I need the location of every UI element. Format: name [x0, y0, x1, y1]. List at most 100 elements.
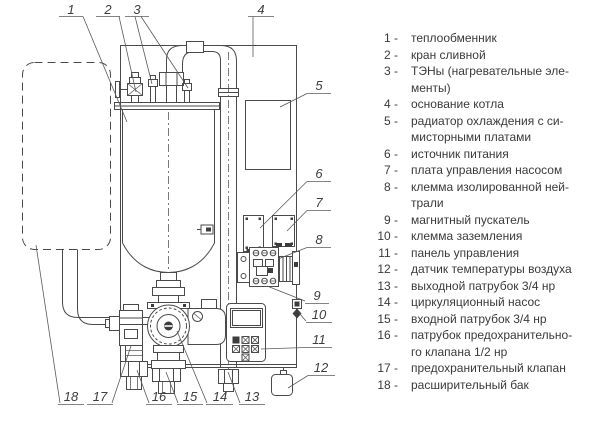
legend-text: теплообменник: [411, 31, 497, 45]
legend-number: 14 -: [377, 295, 398, 309]
neutral-terminal: [279, 251, 300, 285]
legend-number: 5 -: [383, 113, 398, 128]
callout-11: 11: [312, 332, 326, 347]
drain-valve: [115, 72, 143, 103]
cooling-radiator: [245, 100, 291, 170]
boiler-diagram: 1 2 3 4 5 6 7 8 9 10 11 12 13 14 15 16 1…: [22, 2, 335, 405]
callout-15: 15: [183, 389, 198, 404]
legend-text: ТЭНы (нагревательные эле-: [411, 64, 569, 78]
legend-number: 8 -: [383, 179, 398, 194]
callout-14: 14: [213, 389, 227, 404]
legend-number: 15 -: [377, 311, 398, 326]
legend-number: 6 -: [383, 146, 398, 161]
legend-item: 15 - входной патрубок 3/4 нр: [374, 311, 598, 328]
legend-item: 4 - основание котла: [374, 96, 598, 113]
legend-item: 11 - панель управления: [374, 245, 598, 262]
legend: 1 - теплообменник 2 - кран сливной 3 - Т…: [374, 30, 598, 393]
callout-5: 5: [315, 78, 323, 93]
legend-item: 3 - ТЭНы (нагревательные эле- менты): [374, 63, 598, 96]
callout-leaders: [35, 16, 335, 405]
legend-number: 1 -: [383, 31, 398, 45]
callout-labels: 1 2 3 4 5 6 7 8 9 10 11 12 13 14 15 16 1…: [64, 2, 329, 404]
legend-number: 16 -: [377, 328, 398, 342]
callout-17: 17: [93, 389, 108, 404]
callout-7: 7: [315, 195, 323, 210]
pump-control-board: [272, 215, 295, 247]
legend-text: менты): [411, 80, 451, 95]
legend-text: трали: [411, 196, 444, 210]
legend-text: входной патрубок 3/4 нр: [411, 311, 547, 326]
callout-18: 18: [64, 389, 79, 404]
legend-text: магнитный пускатель: [411, 212, 530, 227]
callout-2: 2: [103, 2, 112, 17]
legend-text: источник питания: [411, 146, 509, 161]
legend-number: 13 -: [377, 278, 398, 293]
control-panel: [226, 303, 266, 362]
legend-number: 12 -: [377, 262, 398, 276]
legend-item: 17 - предохранительный клапан: [374, 360, 598, 377]
callout-13: 13: [245, 389, 260, 404]
legend-text: предохранительный клапан: [411, 361, 566, 375]
legend-item: 8 - клемма изолированной ней- трали: [374, 179, 598, 212]
heat-exchanger-tank: [114, 102, 220, 274]
legend-item: 2 - кран сливной: [374, 47, 598, 64]
legend-text: плата управления насосом: [411, 163, 563, 177]
legend-text: клемма изолированной ней-: [411, 179, 569, 194]
callout-16: 16: [152, 389, 167, 404]
callout-12: 12: [314, 360, 329, 375]
legend-number: 2 -: [383, 47, 398, 62]
legend-item: 6 - источник питания: [374, 146, 598, 163]
callout-4: 4: [257, 2, 264, 17]
outlet-fitting: [218, 369, 239, 392]
magnetic-contactor: [237, 247, 279, 287]
inlet-fitting: [152, 368, 181, 394]
legend-text: мисторными платами: [411, 130, 532, 144]
callout-8: 8: [315, 232, 323, 247]
legend-item: 16 - патрубок предохранительно- го клапа…: [374, 327, 598, 360]
legend-item: 9 - магнитный пускатель: [374, 212, 598, 229]
callout-1: 1: [67, 2, 74, 17]
panel-buttons: [232, 336, 259, 362]
legend-item: 1 - теплообменник: [374, 30, 598, 47]
panel-display: [230, 308, 263, 328]
safety-valve-fitting: [120, 345, 148, 390]
legend-item: 10 - клемма заземления: [374, 228, 598, 245]
tank-sensor-icon: [197, 224, 214, 235]
expansion-tank: [22, 62, 111, 250]
air-temp-sensor: [271, 368, 293, 396]
legend-item: 12 - датчик температуры воздуха: [374, 261, 598, 278]
expansion-pipe: [62, 249, 150, 325]
ground-terminal: [292, 299, 302, 319]
callout-10: 10: [312, 307, 327, 322]
legend-text: кран сливной: [411, 47, 486, 62]
legend-number: 7 -: [383, 163, 398, 177]
legend-item: 13 - выходной патрубок 3/4 нр: [374, 278, 598, 295]
legend-item: 7 - плата управления насосом: [374, 162, 598, 179]
heating-elements: [148, 75, 192, 103]
legend-item: 5 - радиатор охлаждения с си- мисторными…: [374, 113, 598, 146]
legend-text: основание котла: [411, 97, 504, 111]
legend-number: 11 -: [378, 245, 398, 260]
legend-text: расширительный бак: [411, 377, 529, 392]
outlet-pipe: [159, 41, 239, 388]
legend-number: 9 -: [383, 212, 398, 227]
legend-text: панель управления: [411, 245, 520, 260]
legend-text: радиатор охлаждения с си-: [411, 113, 564, 128]
legend-text: циркуляционный насос: [411, 295, 541, 309]
legend-number: 3 -: [383, 64, 398, 78]
legend-text: датчик температуры воздуха: [411, 262, 572, 276]
legend-item: 18 - расширительный бак: [374, 377, 598, 394]
legend-text: клемма заземления: [411, 229, 523, 243]
callout-3: 3: [133, 2, 141, 17]
legend-text: патрубок предохранительно-: [411, 328, 573, 342]
legend-number: 10 -: [377, 229, 398, 243]
legend-number: 17 -: [377, 361, 398, 375]
legend-text: го клапана 1/2 нр: [411, 344, 508, 359]
legend-number: 18 -: [377, 377, 398, 392]
callout-9: 9: [313, 288, 320, 303]
legend-text: выходной патрубок 3/4 нр: [411, 278, 556, 293]
legend-item: 14 - циркуляционный насос: [374, 294, 598, 311]
legend-number: 4 -: [383, 97, 398, 111]
safety-valve: [105, 304, 143, 346]
